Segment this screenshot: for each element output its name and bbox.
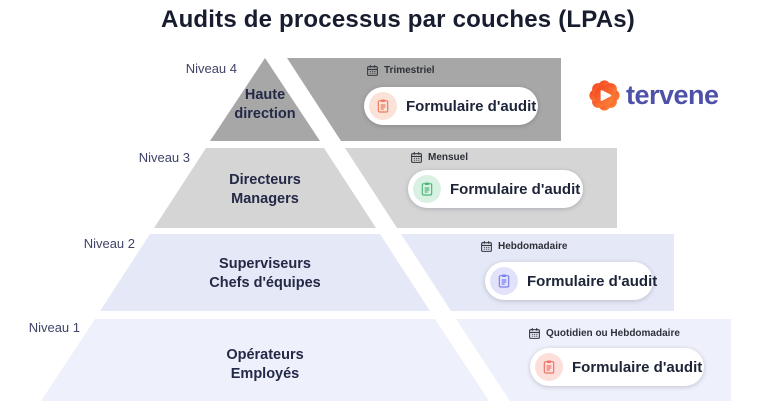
calendar-icon	[481, 241, 492, 252]
calendar-icon	[367, 65, 378, 76]
calendar-icon	[411, 152, 422, 163]
tervene-wordmark: tervene	[626, 80, 719, 110]
level-1-audit-form-button[interactable]: Formulaire d'audit	[530, 348, 704, 386]
level-4-audit-form-button[interactable]: Formulaire d'audit	[364, 87, 538, 125]
level-3-tier-label: Niveau 3	[138, 150, 190, 165]
level-2-tier-label: Niveau 2	[83, 236, 135, 251]
level-4-tier-label: Niveau 4	[185, 61, 237, 76]
level-1-frequency: Quotidien ou Hebdomadaire	[528, 327, 680, 340]
level-2-frequency: Hebdomadaire	[480, 240, 567, 253]
calendar-icon	[529, 328, 540, 339]
tervene-logo: tervene	[589, 80, 719, 111]
level-1-tier-label: Niveau 1	[28, 320, 80, 335]
clipboard-icon	[490, 267, 518, 295]
clipboard-icon	[535, 353, 563, 381]
clipboard-icon	[369, 92, 397, 120]
tervene-gear-icon	[589, 80, 620, 111]
level-2-audit-form-button[interactable]: Formulaire d'audit	[485, 262, 657, 300]
level-3-audit-form-button[interactable]: Formulaire d'audit	[408, 170, 583, 208]
clipboard-icon	[413, 175, 441, 203]
level-1-pyramid-segment	[41, 319, 489, 401]
diagram-title: Audits de processus par couches (LPAs)	[161, 6, 635, 33]
level-3-frequency: Mensuel	[410, 151, 468, 164]
level-4-frequency: Trimestriel	[366, 64, 435, 77]
level-2-pyramid-segment	[100, 234, 430, 311]
